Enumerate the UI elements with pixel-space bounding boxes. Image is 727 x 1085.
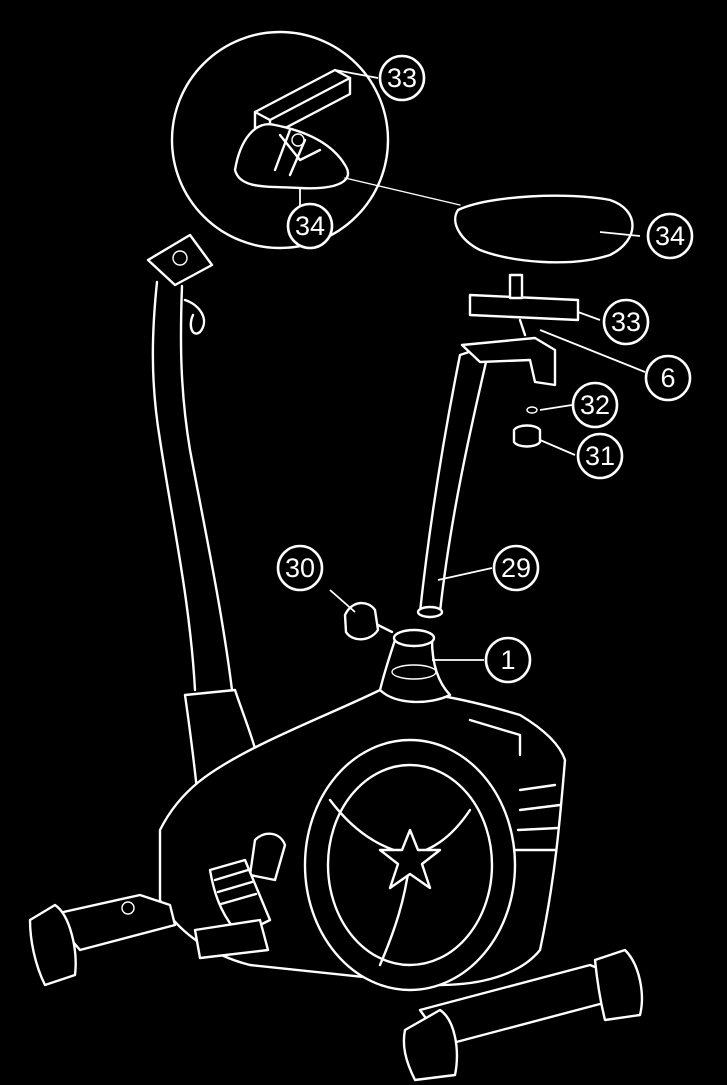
callout-34-seat: 34: [646, 212, 694, 260]
seat-post: [416, 336, 557, 619]
adjustment-knob: [343, 601, 394, 641]
svg-text:29: 29: [501, 553, 531, 583]
callout-1: 1: [484, 636, 532, 684]
frame-body: [158, 628, 567, 992]
callout-33-rail: 33: [602, 298, 650, 346]
front-stabilizer: [28, 893, 177, 987]
svg-text:33: 33: [387, 63, 417, 93]
callout-33-detail: 33: [378, 54, 426, 102]
handlebar-post: [146, 233, 264, 803]
callout-34-detail: 34: [286, 202, 334, 250]
callout-30: 30: [276, 544, 324, 592]
callout-29: 29: [492, 544, 540, 592]
saddle: [454, 194, 634, 264]
svg-text:33: 33: [611, 307, 641, 337]
callout-32: 32: [571, 381, 619, 429]
svg-text:31: 31: [585, 441, 615, 471]
svg-text:34: 34: [655, 221, 685, 251]
leader-lines: [299, 69, 646, 661]
svg-text:34: 34: [295, 211, 325, 241]
detail-magnifier: [170, 30, 461, 250]
svg-text:6: 6: [660, 363, 675, 393]
svg-text:30: 30: [285, 553, 315, 583]
washer-and-nut: [512, 406, 542, 448]
svg-text:32: 32: [580, 390, 610, 420]
saddle-rail: [468, 273, 580, 337]
callout-31: 31: [576, 432, 624, 480]
rear-stabilizer: [402, 948, 644, 1082]
callout-6: 6: [644, 354, 692, 402]
svg-text:1: 1: [500, 645, 515, 675]
